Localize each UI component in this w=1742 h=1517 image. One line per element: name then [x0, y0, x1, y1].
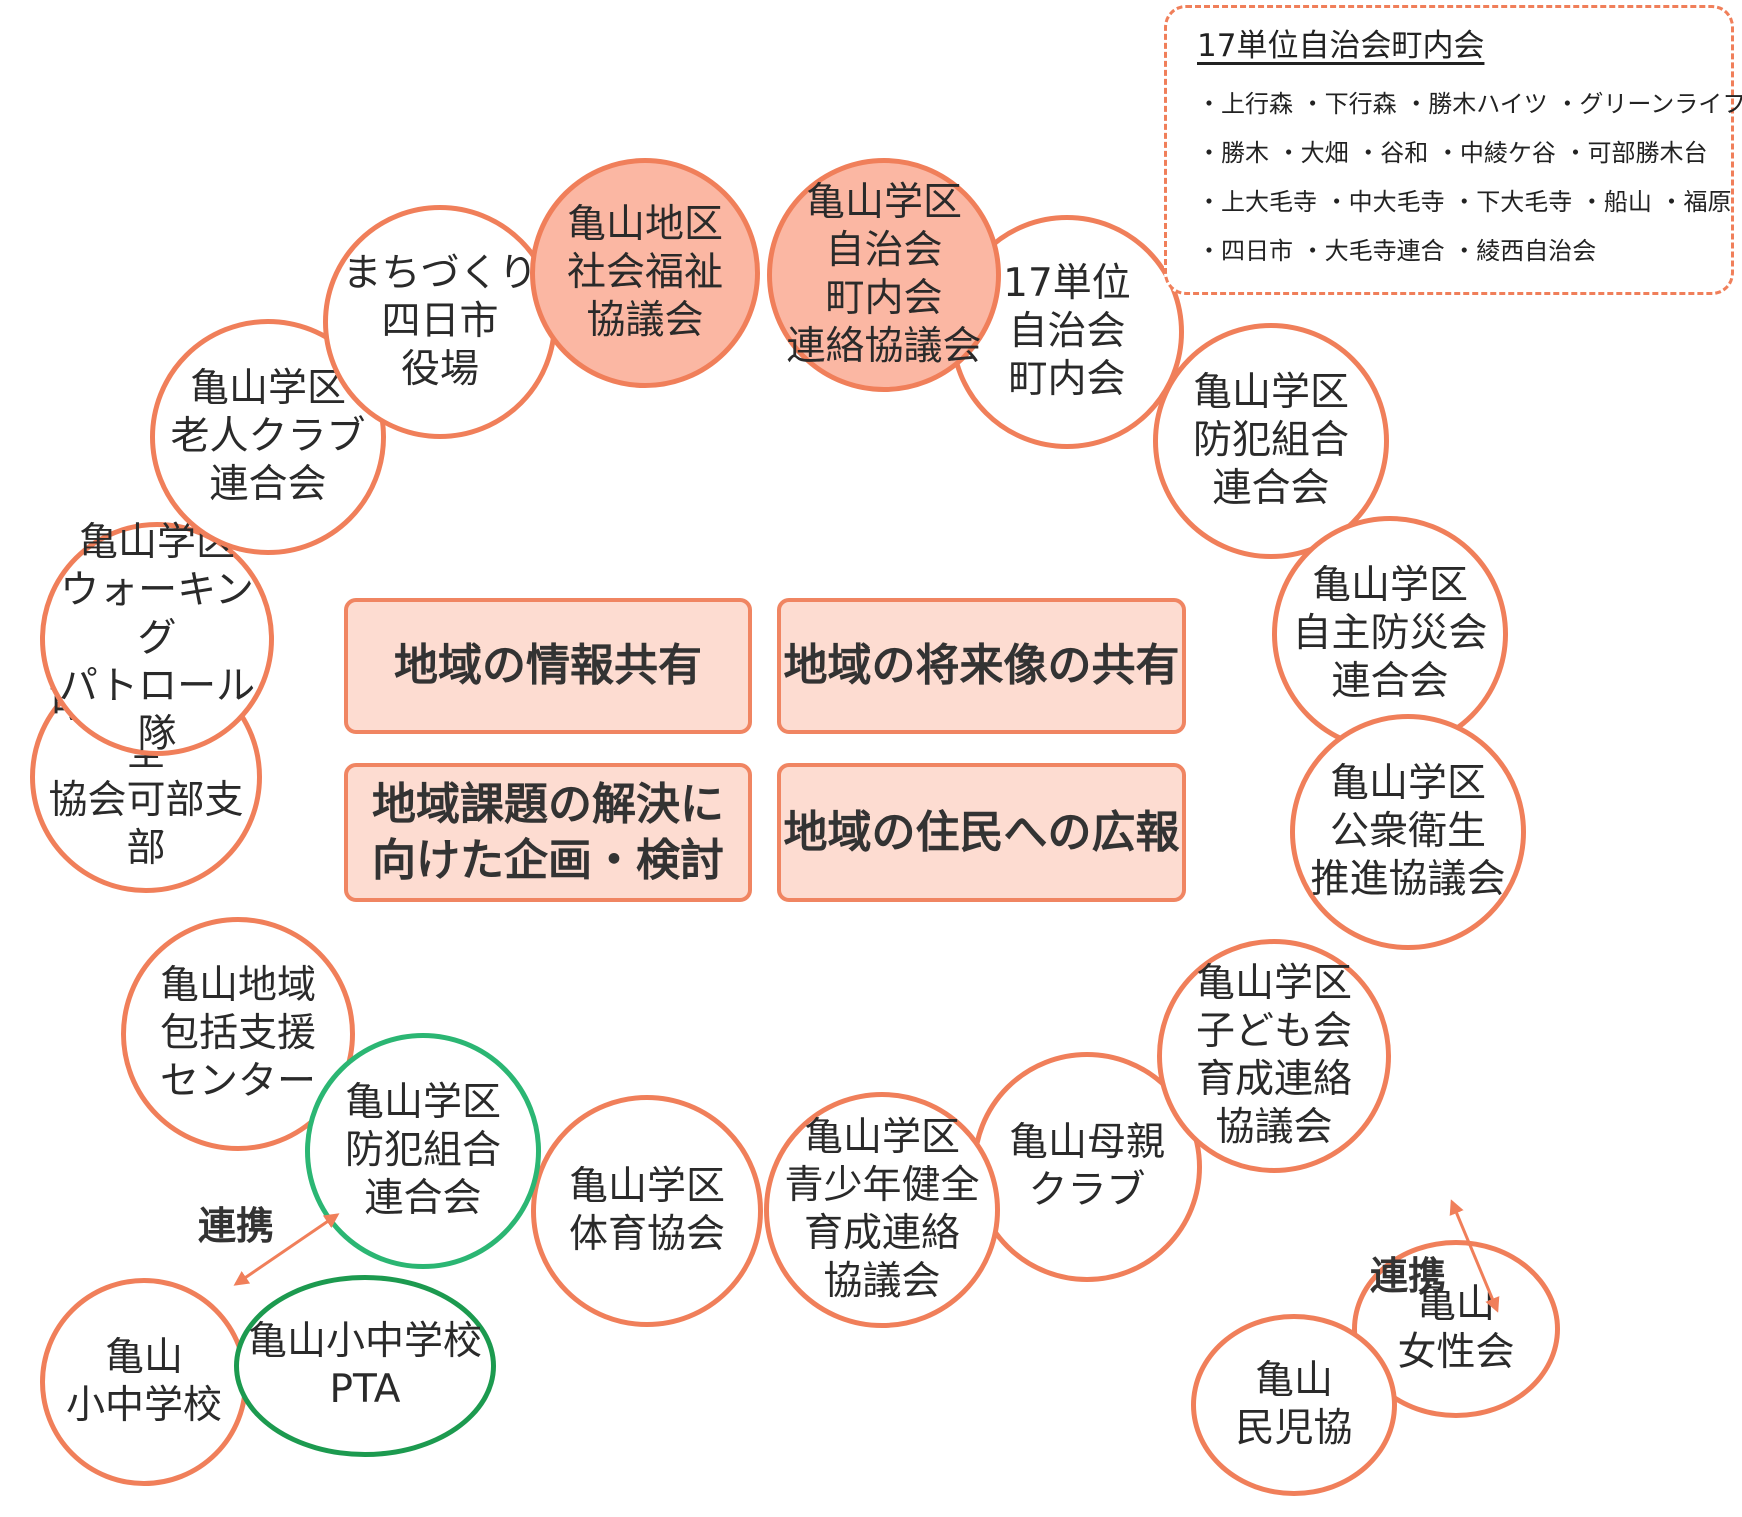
box-resident-pr: 地域の住民への広報 — [777, 763, 1186, 902]
node-machizukuri: まちづくり 四日市 役場 — [323, 205, 557, 439]
node-label: 亀山学区 公衆衛生 推進協議会 — [1310, 761, 1506, 902]
node-jishu-bosai: 亀山学区 自主防災会 連合会 — [1272, 516, 1508, 752]
node-bohan-kumiai-right: 亀山学区 防犯組合 連合会 — [1153, 323, 1389, 559]
node-label: 亀山学区 子ども会 育成連絡 協議会 — [1195, 961, 1352, 1150]
node-houkatsu-shien: 亀山地域 包括支援 センター — [121, 917, 355, 1151]
box-label: 地域課題の解決に 向けた企画・検討 — [372, 778, 724, 886]
box-label: 地域の将来像の共有 — [783, 640, 1180, 691]
legend-row: ・上行森 ・下行森 ・勝木ハイツ ・グリーンライフ — [1197, 90, 1742, 118]
box-info-sharing: 地域の情報共有 — [344, 598, 752, 734]
link-label-left: 連携 — [198, 1204, 275, 1248]
node-taiiku-kyokai: 亀山学区 体育協会 — [531, 1095, 763, 1327]
node-jichikai-renraku: 亀山学区 自治会 町内会 連絡協議会 — [767, 158, 1001, 392]
node-label: 17単位 自治会 町内会 — [1003, 261, 1131, 402]
node-label: まちづくり 四日市 役場 — [342, 251, 538, 392]
box-issue-planning: 地域課題の解決に 向けた企画・検討 — [344, 763, 752, 902]
node-pta: 亀山小中学校 PTA — [234, 1275, 496, 1457]
node-label: 亀山地区 社会福祉 協議会 — [566, 202, 723, 343]
node-label: 亀山学区 自治会 町内会 連絡協議会 — [786, 180, 982, 369]
node-label: 亀山小中学校 PTA — [247, 1319, 482, 1412]
node-label: 亀山学区 防犯組合 連合会 — [344, 1080, 501, 1221]
legend-17-units: 17単位自治会町内会 ・上行森 ・下行森 ・勝木ハイツ ・グリーンライフ ・勝木… — [1164, 5, 1742, 295]
box-label: 地域の住民への広報 — [783, 806, 1180, 858]
node-bohan-kumiai-green: 亀山学区 防犯組合 連合会 — [305, 1033, 541, 1269]
link-arrow-left — [233, 1213, 340, 1286]
link-arrow-right — [1449, 1199, 1500, 1313]
node-label: 亀山学区 防犯組合 連合会 — [1192, 370, 1349, 511]
node-seishonen: 亀山学区 青少年健全 育成連絡 協議会 — [764, 1092, 1000, 1328]
node-label: 亀山学区 自主防災会 連合会 — [1292, 563, 1488, 704]
node-label: 亀山学区 体育協会 — [568, 1164, 725, 1257]
node-label: 亀山学区 青少年健全 育成連絡 協議会 — [784, 1115, 980, 1304]
node-label: 亀山 女性会 — [1397, 1282, 1515, 1375]
legend-row: ・勝木 ・大畑 ・谷和 ・中綾ケ谷 ・可部勝木台 — [1197, 139, 1708, 167]
node-shakai-fukushi: 亀山地区 社会福祉 協議会 — [530, 158, 760, 388]
node-label: 亀山学区 老人クラブ 連合会 — [170, 366, 366, 507]
node-label: 亀山地域 包括支援 センター — [159, 963, 316, 1104]
node-koshu-eisei: 亀山学区 公衆衛生 推進協議会 — [1290, 714, 1526, 950]
legend-row: ・四日市 ・大毛寺連合 ・綾西自治会 — [1197, 237, 1597, 265]
link-label-right: 連携 — [1370, 1254, 1447, 1298]
node-kodomo-kai: 亀山学区 子ども会 育成連絡 協議会 — [1157, 939, 1391, 1173]
node-label: 亀山 小中学校 — [65, 1335, 222, 1428]
node-minji-kyo: 亀山 民児協 — [1191, 1314, 1397, 1496]
legend-title: 17単位自治会町内会 — [1197, 28, 1485, 64]
node-label: 亀山 民児協 — [1235, 1358, 1353, 1451]
box-label: 地域の情報共有 — [394, 640, 702, 691]
legend-row: ・上大毛寺 ・中大毛寺 ・下大毛寺 ・船山 ・福原 — [1197, 188, 1732, 216]
node-label: 亀山母親 クラブ — [1008, 1120, 1165, 1213]
box-vision-sharing: 地域の将来像の共有 — [777, 598, 1186, 734]
